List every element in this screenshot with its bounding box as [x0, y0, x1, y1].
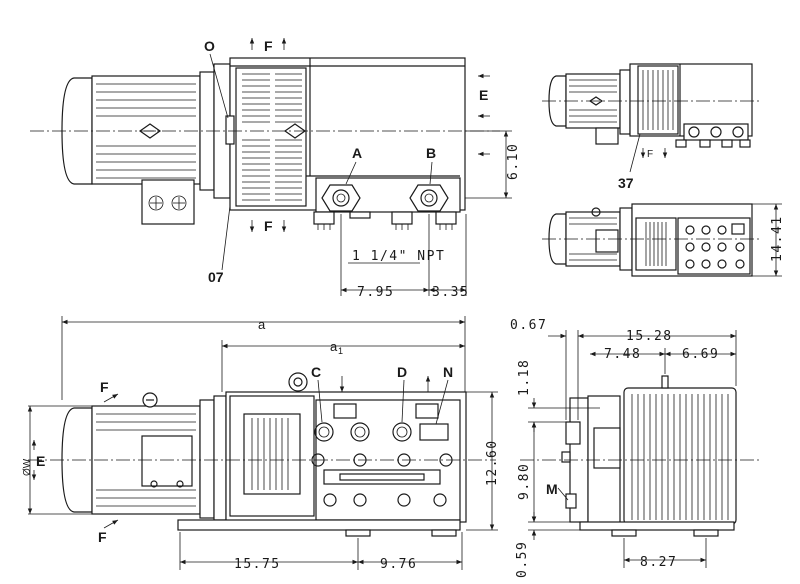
dim-6-69: 6.69 — [682, 347, 719, 362]
dim-15-75: 15.75 — [234, 557, 281, 572]
label-e: E — [479, 87, 488, 103]
dim-phi-w: ØW — [22, 458, 33, 476]
dim-3-35: 3.35 — [432, 285, 469, 300]
dim-0-67: 0.67 — [510, 318, 547, 333]
feet-top — [313, 211, 457, 225]
small-view-37: F 37 — [542, 63, 760, 191]
label-37: 37 — [618, 175, 634, 191]
dim-12-60: 12.60 — [485, 439, 500, 486]
motor-top — [61, 63, 231, 225]
label-f-lower: F — [98, 529, 107, 545]
dim-9-80: 9.80 — [517, 463, 532, 500]
end-view-fins — [631, 394, 729, 520]
label-a: A — [352, 145, 362, 161]
dim-7-48: 7.48 — [604, 347, 641, 362]
dim-6-10: 6.10 — [506, 143, 521, 180]
side-view-top-left: O F F E A B 07 6.10 1 1/4" NPT 7.95 3.35 — [30, 38, 521, 300]
dim-0-59: 0.59 — [515, 541, 530, 578]
terminal-box — [141, 179, 195, 225]
dim-8-27: 8.27 — [640, 555, 677, 570]
label-f-upper: F — [100, 379, 109, 395]
dim-a: a — [258, 317, 266, 332]
oil-sight-glass — [225, 115, 235, 145]
label-f-small: F — [647, 149, 653, 160]
label-d: D — [397, 364, 407, 380]
dim-a1: a — [330, 339, 338, 354]
connection-b-symbol — [409, 184, 449, 212]
cooling-fins-top — [242, 73, 302, 201]
label-o: O — [204, 38, 215, 54]
dim-npt: 1 1/4" NPT — [352, 249, 445, 264]
port-c — [314, 422, 334, 442]
label-f-top: F — [264, 38, 273, 54]
dim-14-41: 14.41 — [770, 215, 785, 262]
label-m: M — [546, 481, 558, 497]
label-n: N — [443, 364, 453, 380]
label-07: 07 — [208, 269, 224, 285]
dim-7-95: 7.95 — [357, 285, 394, 300]
label-b: B — [426, 145, 436, 161]
pump-housing-top — [225, 57, 466, 230]
dim-1-18: 1.18 — [517, 359, 532, 396]
label-f-bottom: F — [264, 218, 273, 234]
dim-9-76: 9.76 — [380, 557, 417, 572]
small-top-view: 14.41 — [542, 203, 785, 277]
dim-15-28: 15.28 — [626, 329, 673, 344]
label-e-front: E — [36, 453, 45, 469]
label-c: C — [311, 364, 321, 380]
port-d — [392, 422, 412, 442]
front-view-bottom-left: a a 1 — [22, 316, 500, 572]
connection-a-symbol — [321, 184, 361, 212]
end-view-bottom-right: 0.67 15.28 7.48 6.69 1.18 9.80 0.59 8.27… — [510, 318, 760, 578]
dim-a1-sub: 1 — [338, 346, 343, 356]
port-n — [419, 423, 449, 441]
